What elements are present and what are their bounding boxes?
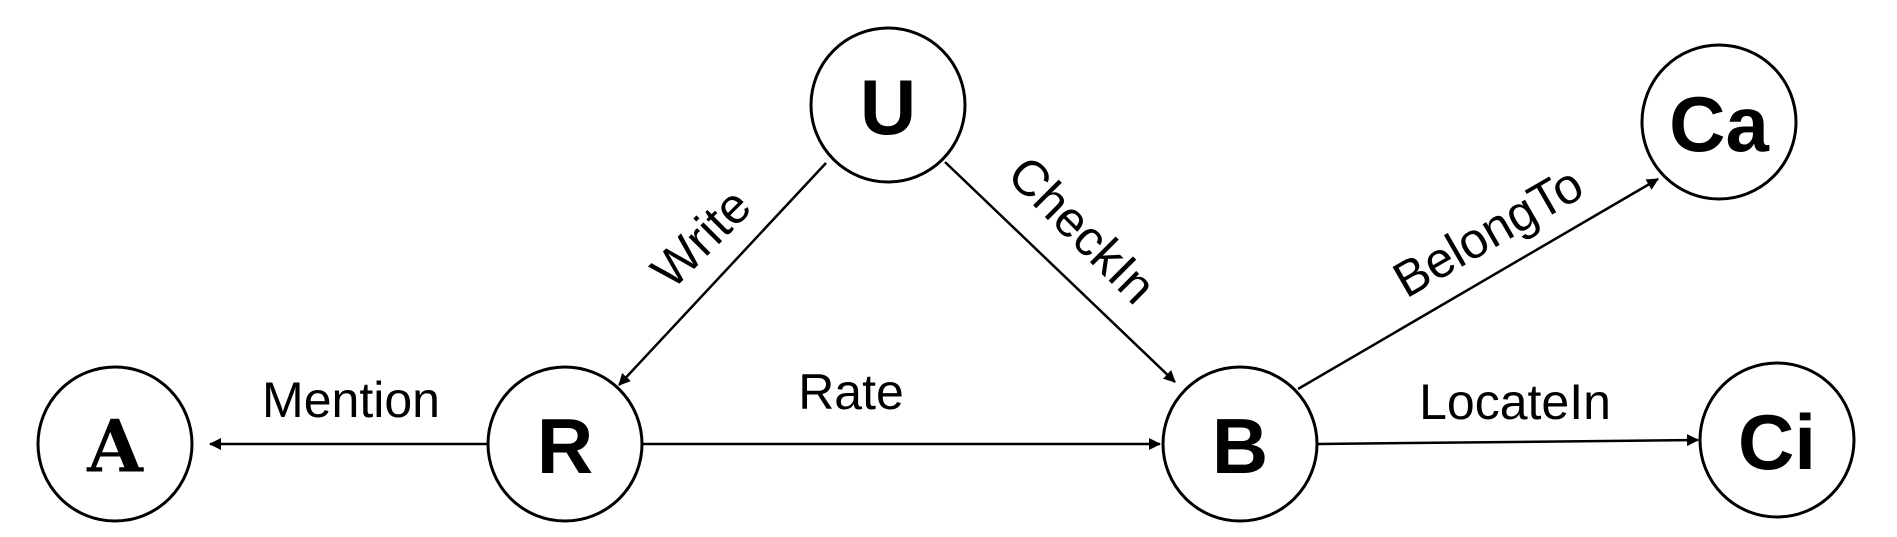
node-business-label: B xyxy=(1212,402,1268,490)
edge-belongto xyxy=(1297,177,1659,391)
node-review: R xyxy=(486,365,644,523)
node-business: B xyxy=(1161,365,1319,523)
edge-label-belongto: BelongTo xyxy=(1384,156,1593,309)
node-aspect-label: A xyxy=(86,404,144,489)
node-category-label: Ca xyxy=(1669,80,1769,168)
node-review-label: R xyxy=(537,402,593,490)
edge-label-locatein: LocateIn xyxy=(1419,374,1611,430)
edge-label-rate: Rate xyxy=(798,364,904,420)
edge-label-write: Write xyxy=(640,177,761,298)
edge-locatein xyxy=(1317,434,1699,447)
edge-label-checkin: CheckIn xyxy=(997,145,1166,314)
node-user: U xyxy=(809,26,967,184)
edge-label-mention: Mention xyxy=(262,372,440,428)
node-aspect: A xyxy=(36,365,194,523)
node-city-label: Ci xyxy=(1738,398,1816,486)
node-category: Ca xyxy=(1640,43,1798,201)
node-city: Ci xyxy=(1698,361,1856,519)
node-user-label: U xyxy=(860,63,916,151)
edge-write xyxy=(618,162,827,386)
edge-checkin xyxy=(944,161,1176,383)
